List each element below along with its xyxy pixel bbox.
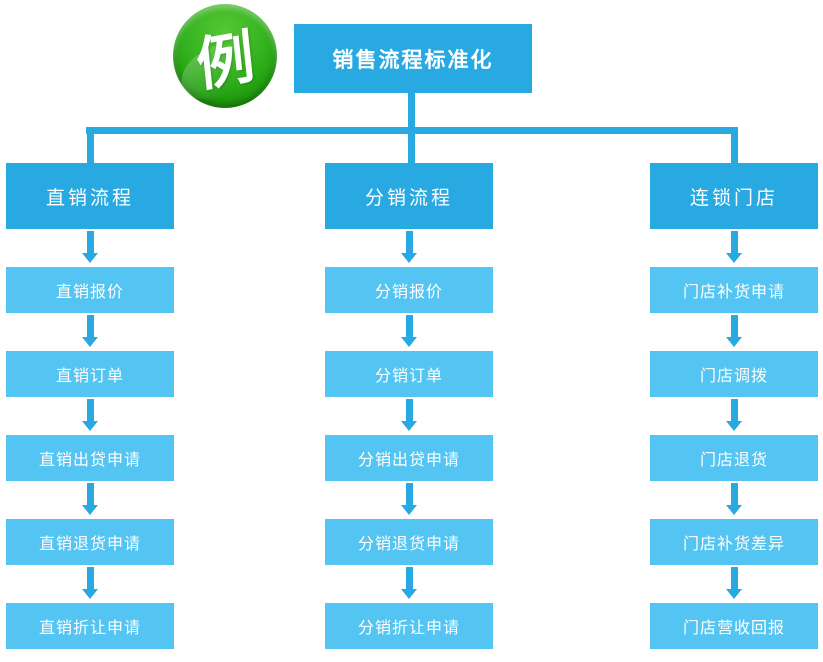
arrow-stem xyxy=(86,399,94,421)
arrow-head xyxy=(401,253,417,263)
down-arrow-icon xyxy=(325,565,493,603)
flow-node-direct-shipment-request: 直销出贷申请 xyxy=(6,435,174,481)
down-arrow-icon xyxy=(650,229,818,267)
column-header-distribution: 分销流程 xyxy=(325,163,493,229)
arrow-head xyxy=(401,421,417,431)
flow-node-label: 直销折让申请 xyxy=(38,620,141,637)
root-node: 销售流程标准化 xyxy=(294,24,532,93)
flow-node-label: 分销订单 xyxy=(374,368,443,385)
flow-node-distribution-return-request: 分销退货申请 xyxy=(325,519,493,565)
flow-node-direct-return-request: 直销退货申请 xyxy=(6,519,174,565)
down-arrow-icon xyxy=(325,397,493,435)
flow-node-label: 门店调拨 xyxy=(699,368,768,385)
flow-node-label: 分销报价 xyxy=(374,284,443,301)
arrow-head xyxy=(401,337,417,347)
flow-node-label: 直销订单 xyxy=(55,368,124,385)
flow-node-distribution-quote: 分销报价 xyxy=(325,267,493,313)
arrow-stem xyxy=(86,483,94,505)
column-header-label: 分销流程 xyxy=(364,187,453,209)
arrow-head xyxy=(726,589,742,599)
arrow-head xyxy=(82,253,98,263)
down-arrow-icon xyxy=(6,565,174,603)
down-arrow-icon xyxy=(325,481,493,519)
arrow-stem xyxy=(730,315,738,337)
flow-node-label: 分销退货申请 xyxy=(357,536,460,553)
flow-node-label: 分销折让申请 xyxy=(357,620,460,637)
flow-node-distribution-shipment-request: 分销出贷申请 xyxy=(325,435,493,481)
flow-node-direct-order: 直销订单 xyxy=(6,351,174,397)
down-arrow-icon xyxy=(650,481,818,519)
arrow-stem xyxy=(405,483,413,505)
flow-node-label: 分销出贷申请 xyxy=(357,452,460,469)
arrow-stem xyxy=(405,567,413,589)
flow-node-store-transfer: 门店调拨 xyxy=(650,351,818,397)
flow-node-label: 直销退货申请 xyxy=(38,536,141,553)
column-header-label: 连锁门店 xyxy=(689,187,778,209)
down-arrow-icon xyxy=(6,481,174,519)
arrow-stem xyxy=(730,483,738,505)
arrow-stem xyxy=(405,231,413,253)
arrow-stem xyxy=(730,231,738,253)
connector-drop-direct-sales xyxy=(87,127,94,167)
down-arrow-icon xyxy=(325,313,493,351)
example-badge: 例 xyxy=(171,4,277,111)
arrow-head xyxy=(82,505,98,515)
root-node-title: 销售流程标准化 xyxy=(332,48,494,72)
arrow-stem xyxy=(730,399,738,421)
down-arrow-icon xyxy=(650,397,818,435)
column-chain-stores: 连锁门店 门店补货申请 门店调拨 门店退货 门店补货差异 门店营收回报 xyxy=(650,163,818,649)
down-arrow-icon xyxy=(325,229,493,267)
flow-node-store-revenue-report: 门店营收回报 xyxy=(650,603,818,649)
flow-node-label: 门店退货 xyxy=(699,452,768,469)
arrow-head xyxy=(726,505,742,515)
arrow-head xyxy=(726,253,742,263)
down-arrow-icon xyxy=(6,229,174,267)
arrow-stem xyxy=(86,567,94,589)
column-header-label: 直销流程 xyxy=(45,187,134,209)
example-badge-label: 例 xyxy=(193,24,258,99)
arrow-head xyxy=(82,337,98,347)
connector-drop-distribution xyxy=(408,127,415,167)
arrow-stem xyxy=(86,315,94,337)
flow-node-label: 直销出贷申请 xyxy=(38,452,141,469)
flow-node-store-replenishment-difference: 门店补货差异 xyxy=(650,519,818,565)
down-arrow-icon xyxy=(6,313,174,351)
flow-node-direct-discount-request: 直销折让申请 xyxy=(6,603,174,649)
column-header-direct-sales: 直销流程 xyxy=(6,163,174,229)
flow-node-store-replenishment-request: 门店补货申请 xyxy=(650,267,818,313)
arrow-head xyxy=(726,421,742,431)
flow-node-label: 直销报价 xyxy=(55,284,124,301)
down-arrow-icon xyxy=(650,565,818,603)
column-distribution: 分销流程 分销报价 分销订单 分销出贷申请 分销退货申请 分销折让申请 xyxy=(325,163,493,649)
flow-node-label: 门店补货申请 xyxy=(682,284,785,301)
arrow-head xyxy=(401,589,417,599)
arrow-head xyxy=(401,505,417,515)
flow-node-store-return: 门店退货 xyxy=(650,435,818,481)
arrow-stem xyxy=(86,231,94,253)
arrow-head xyxy=(726,337,742,347)
down-arrow-icon xyxy=(6,397,174,435)
arrow-head xyxy=(82,589,98,599)
column-header-chain-stores: 连锁门店 xyxy=(650,163,818,229)
arrow-head xyxy=(82,421,98,431)
flow-node-distribution-discount-request: 分销折让申请 xyxy=(325,603,493,649)
flow-node-label: 门店补货差异 xyxy=(682,536,785,553)
arrow-stem xyxy=(405,399,413,421)
flow-node-label: 门店营收回报 xyxy=(682,620,785,637)
flow-node-distribution-order: 分销订单 xyxy=(325,351,493,397)
connector-root-stem xyxy=(408,92,415,128)
column-direct-sales: 直销流程 直销报价 直销订单 直销出贷申请 直销退货申请 直销折让申请 xyxy=(6,163,174,649)
connector-drop-chain-stores xyxy=(731,127,738,167)
down-arrow-icon xyxy=(650,313,818,351)
arrow-stem xyxy=(405,315,413,337)
arrow-stem xyxy=(730,567,738,589)
flow-node-direct-quote: 直销报价 xyxy=(6,267,174,313)
